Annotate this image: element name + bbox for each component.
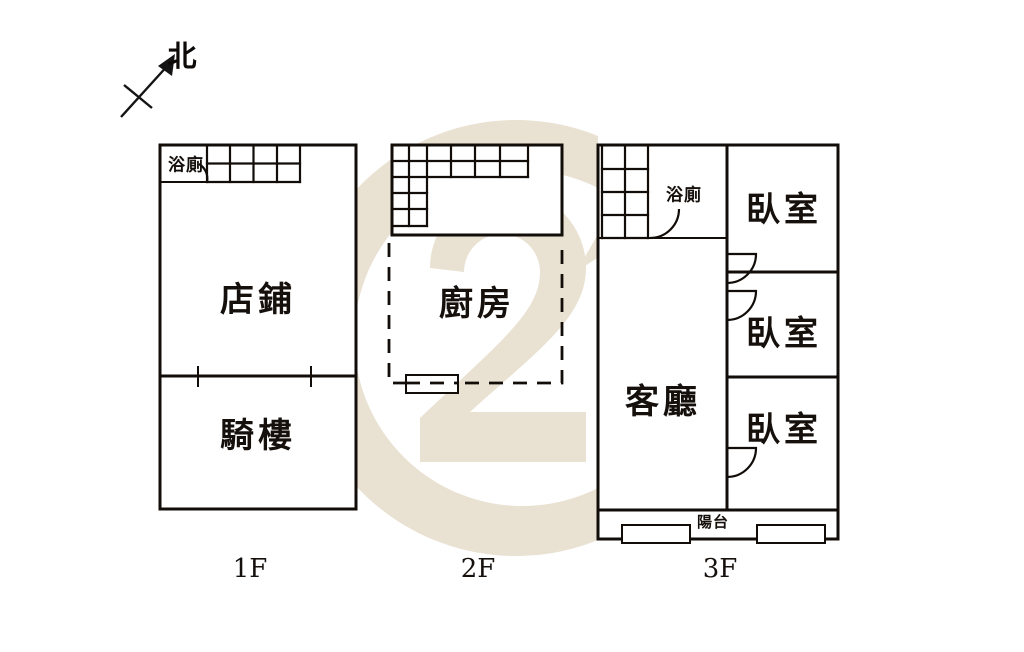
compass-cross-mark xyxy=(123,84,153,109)
3f-balcony-railing-left-fill xyxy=(622,525,690,543)
3f-outer-wall xyxy=(596,143,840,541)
floor-caption-1f: 1F xyxy=(233,554,268,584)
3f-balcony-railing-left xyxy=(621,524,691,544)
3f-bedroom2-door-arc xyxy=(726,289,758,322)
3f-label-bedroom-1: 臥室 xyxy=(746,190,822,230)
floor-plan-3f: 浴廁 客廳 臥室 臥室 臥室 陽台 xyxy=(596,143,840,544)
2f-kitchen-dashed-boundary xyxy=(387,243,564,385)
3f-label-living-room: 客廳 xyxy=(625,382,701,422)
3f-label-bathroom: 浴廁 xyxy=(666,185,702,206)
1f-label-bathroom: 浴廁 xyxy=(168,155,204,176)
1f-staircase-grid xyxy=(205,143,302,184)
2f-staircase-grid-horizontal xyxy=(390,143,530,179)
3f-label-balcony: 陽台 xyxy=(697,513,729,531)
2f-upper-fill xyxy=(392,145,562,235)
2f-label-kitchen: 廚房 xyxy=(439,284,515,324)
compass-label-north: 北 xyxy=(167,39,196,73)
1f-label-arcade: 騎樓 xyxy=(220,416,296,456)
3f-outline-fill xyxy=(598,145,838,539)
3f-bedroom1-door-arc xyxy=(726,252,758,285)
3f-bedroom3-door-arc xyxy=(726,446,758,479)
2f-staircase-grid-vertical xyxy=(390,175,429,228)
compass-arrow-head xyxy=(158,54,175,76)
1f-outline-fill xyxy=(160,145,356,509)
3f-balcony-railing-right xyxy=(756,524,826,544)
floor-plan-1f: 浴廁 店鋪 騎樓 xyxy=(158,143,358,511)
3f-balcony-railing-right-fill xyxy=(757,525,825,543)
3f-label-bedroom-3: 臥室 xyxy=(746,410,822,450)
floor-caption-2f: 2F xyxy=(461,554,496,584)
floor-plan-2f: 廚房 xyxy=(387,143,564,394)
compass-north-indicator: 北 xyxy=(120,39,197,118)
compass-arrow-shaft xyxy=(120,62,171,118)
floor-caption-3f: 3F xyxy=(703,554,738,584)
1f-label-shop: 店鋪 xyxy=(220,280,296,320)
3f-label-bedroom-2: 臥室 xyxy=(746,314,822,354)
